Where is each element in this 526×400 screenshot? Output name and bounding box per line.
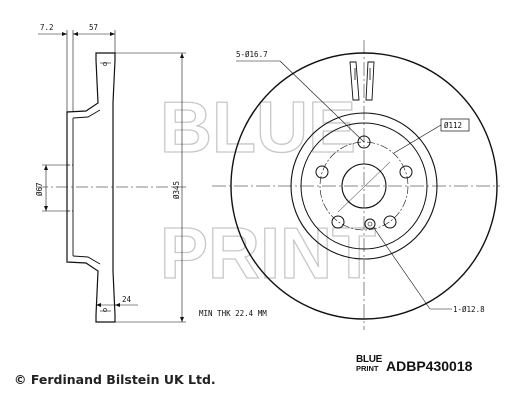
brand-logo: BLUE PRINT bbox=[356, 355, 382, 381]
locator-hole bbox=[364, 218, 376, 230]
copyright-text: © Ferdinand Bilstein UK Ltd. bbox=[14, 372, 216, 387]
offset-label: 57 bbox=[89, 23, 98, 32]
hub-diameter-label: Ø67 bbox=[35, 182, 44, 196]
side-section-view bbox=[36, 30, 186, 323]
flange-thickness-label: 7.2 bbox=[40, 23, 54, 32]
logo-line2: PRINT bbox=[356, 364, 379, 373]
bolt-hole bbox=[383, 215, 397, 229]
min-thickness-label: MIN THK 22.4 MM bbox=[199, 309, 267, 318]
locator-hole-label: 1-Ø12.8 bbox=[453, 305, 485, 314]
bolt-hole bbox=[331, 215, 345, 229]
pcd-label: Ø112 bbox=[444, 121, 462, 130]
bolt-hole bbox=[315, 165, 329, 179]
outer-diameter-label: Ø345 bbox=[172, 181, 181, 199]
bolt-holes-label: 5-Ø16.7 bbox=[236, 50, 268, 59]
bolt-hole bbox=[399, 165, 413, 179]
part-number: ADBP430018 bbox=[386, 358, 473, 374]
disc-thickness-label: 24 bbox=[122, 295, 132, 304]
watermark: BLUE PRINT bbox=[159, 87, 376, 294]
front-view bbox=[212, 40, 500, 330]
watermark-line1: BLUE bbox=[160, 88, 356, 168]
watermark-line2: PRINT bbox=[160, 214, 376, 294]
logo-line1: BLUE bbox=[356, 354, 383, 365]
